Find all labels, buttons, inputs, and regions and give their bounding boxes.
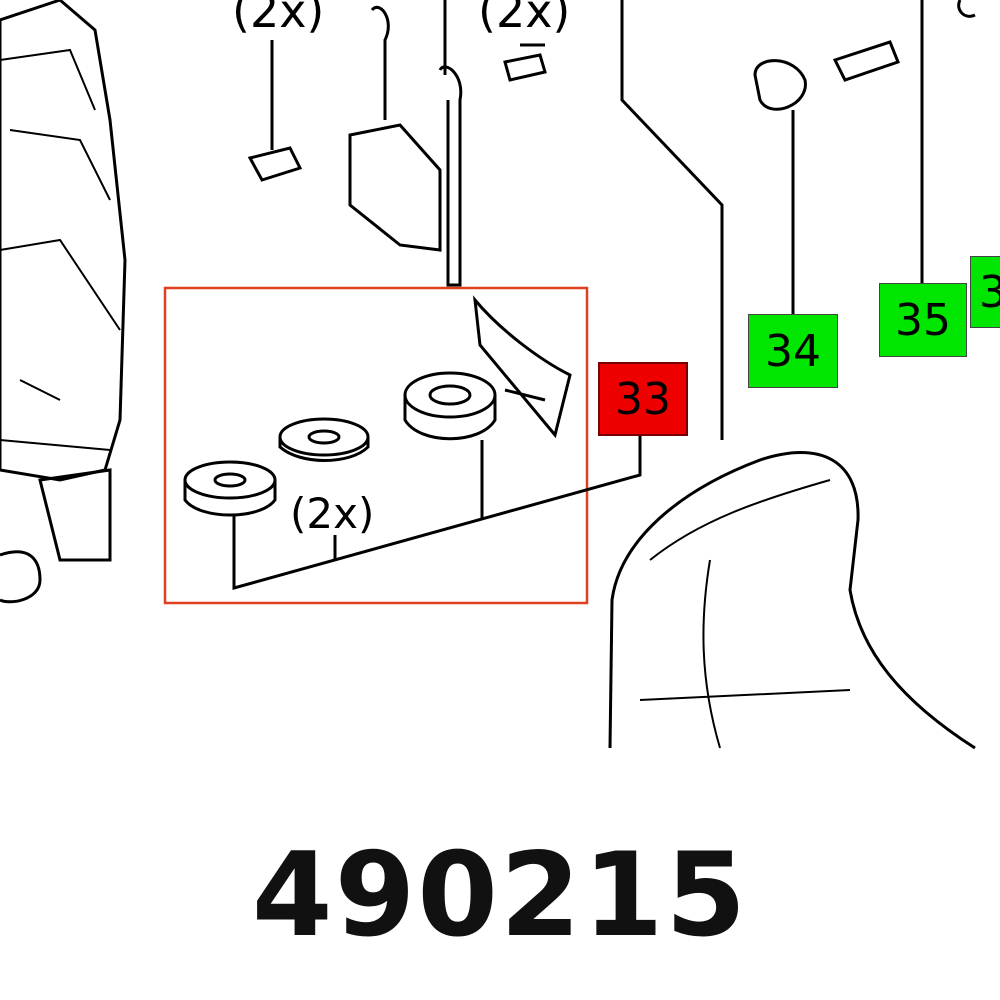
brush-holder (348, 6, 442, 252)
exploded-view-drawing (0, 0, 976, 750)
screw-part (503, 43, 547, 82)
callout-partial[interactable]: 3 (970, 256, 1000, 328)
pin-part (247, 146, 303, 182)
quantity-label: (2x) (290, 489, 375, 538)
kit-highlight-box (163, 286, 589, 605)
motor-housing (0, 0, 127, 482)
part-number: 490215 (251, 828, 749, 963)
quantity-label: (2x) (478, 0, 571, 38)
quantity-label: (2x) (232, 0, 325, 38)
callout-33[interactable]: 33 (598, 362, 688, 436)
callout-34[interactable]: 34 (748, 314, 838, 388)
callout-35[interactable]: 35 (879, 283, 967, 357)
bushing-part (753, 59, 807, 111)
handle-part (608, 451, 976, 750)
